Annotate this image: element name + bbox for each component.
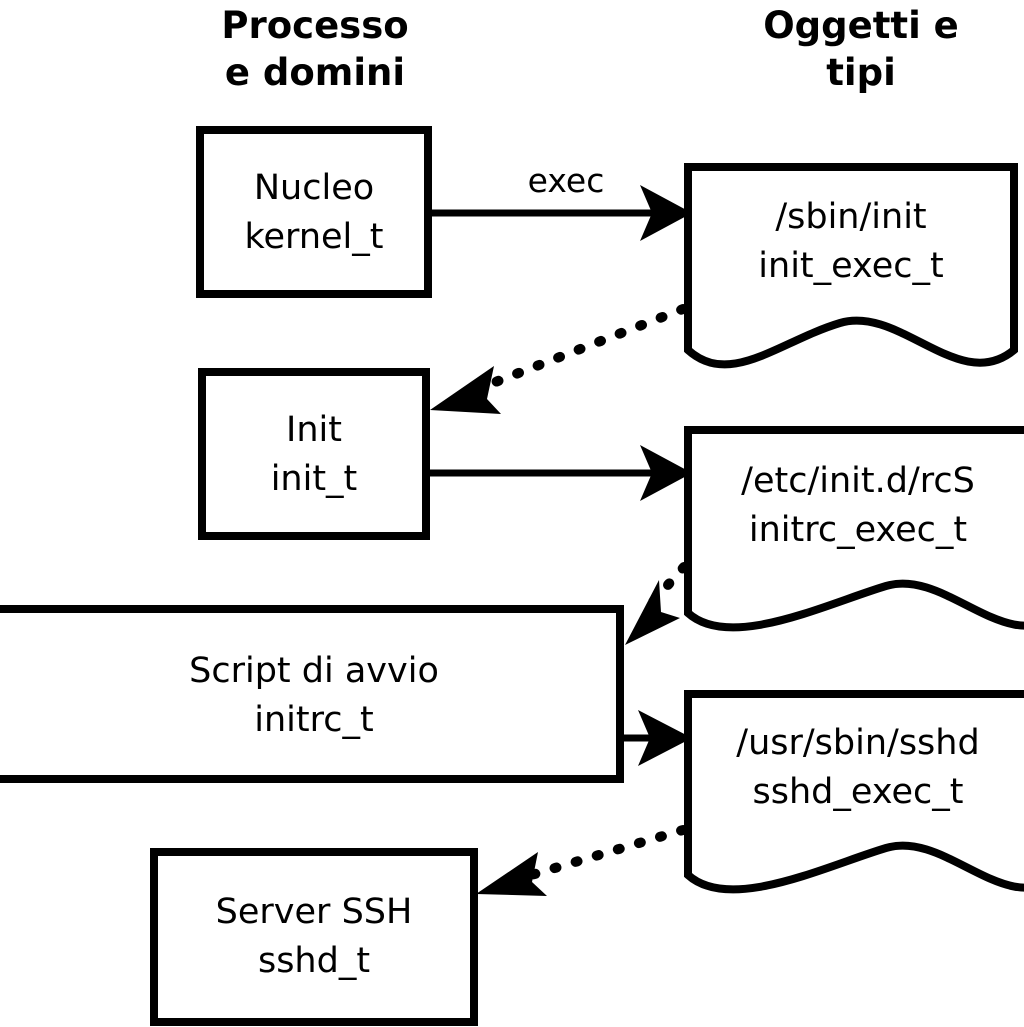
arrowhead — [640, 185, 692, 241]
process-node-kernel[interactable]: Nucleo kernel_t — [196, 126, 432, 298]
node-sshd-line1: Server SSH — [216, 892, 413, 932]
edge-initrc-exec-to-initrc — [625, 562, 689, 645]
object-node-initrc-exec[interactable]: /etc/init.d/rcS initrc_exec_t — [684, 426, 1024, 632]
node-init-exec-line1: /sbin/init — [775, 197, 926, 237]
edge-initrc-exec-sshd-exec — [624, 710, 692, 766]
object-node-sshd-exec[interactable]: /usr/sbin/sshd sshd_exec_t — [684, 690, 1024, 894]
node-sshd-line2: sshd_t — [258, 941, 370, 981]
node-initrc-line1: Script di avvio — [189, 651, 439, 691]
node-kernel-line1: Nucleo — [254, 168, 374, 208]
arrowhead — [430, 366, 501, 414]
node-rect — [196, 126, 432, 298]
column-header-left-line1: Processo — [221, 4, 408, 47]
arrowhead — [638, 710, 692, 766]
column-header-left-line2: e domini — [225, 51, 405, 94]
column-header-left: Processo e domini — [221, 4, 408, 94]
object-node-init-exec[interactable]: /sbin/init init_exec_t — [684, 163, 1018, 369]
column-header-right-line2: tipi — [826, 51, 896, 94]
edge-line — [475, 304, 688, 393]
node-sshd-exec-line2: sshd_exec_t — [753, 772, 964, 812]
node-rect — [198, 368, 430, 540]
node-init-line2: init_t — [271, 459, 358, 499]
edge-label-exec: exec — [528, 161, 605, 200]
node-kernel-line2: kernel_t — [245, 217, 384, 257]
edge-kernel-exec-init-exec: exec — [432, 161, 692, 241]
node-rect — [0, 605, 624, 783]
node-init-line1: Init — [286, 410, 342, 450]
document-shape — [684, 163, 1018, 369]
column-header-right-line1: Oggetti e — [763, 4, 959, 47]
node-sshd-exec-line1: /usr/sbin/sshd — [736, 723, 979, 763]
edge-sshd-exec-to-sshd — [476, 825, 688, 896]
node-rect — [150, 848, 478, 1026]
process-node-initrc[interactable]: Script di avvio initrc_t — [0, 605, 624, 783]
node-init-exec-line2: init_exec_t — [758, 246, 943, 286]
arrowhead — [640, 445, 692, 501]
arrowhead — [476, 852, 547, 896]
edge-init-exec-to-init — [430, 304, 688, 414]
node-initrc-line2: initrc_t — [254, 700, 373, 740]
node-initrc-exec-line2: initrc_exec_t — [749, 510, 967, 550]
edge-init-exec-initrc-exec — [430, 445, 692, 501]
process-node-init[interactable]: Init init_t — [198, 368, 430, 540]
edge-line — [523, 825, 688, 881]
node-initrc-exec-line1: /etc/init.d/rcS — [741, 461, 975, 501]
arrowhead — [625, 580, 680, 645]
process-node-sshd[interactable]: Server SSH sshd_t — [150, 848, 478, 1026]
column-header-right: Oggetti e tipi — [763, 4, 959, 94]
